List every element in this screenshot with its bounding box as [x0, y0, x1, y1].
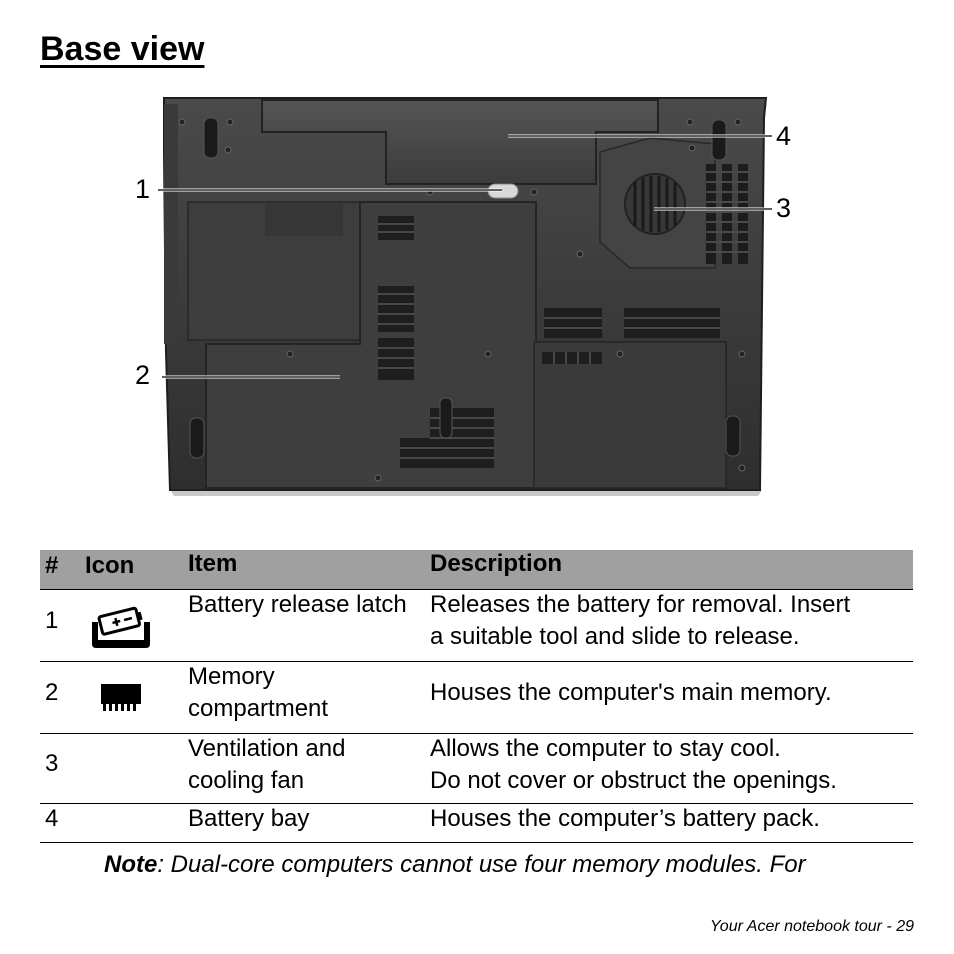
- page-footer: Your Acer notebook tour - 29: [710, 918, 914, 935]
- callout-2: 2: [135, 360, 151, 390]
- callout-3: 3: [776, 193, 792, 223]
- laptop-bottom-illustration: [163, 97, 768, 496]
- table-header: # Icon Item Description: [40, 550, 913, 590]
- row-description-line: Houses the computer’s battery pack.: [430, 805, 820, 832]
- header-description: Description: [430, 550, 563, 577]
- callout-1: 1: [135, 174, 151, 204]
- table-row: 4 Battery bay Houses the computer’s batt…: [40, 804, 913, 843]
- table-row: 1 Battery release latch Releases the bat…: [40, 590, 913, 662]
- row-item: Battery bay: [188, 805, 310, 832]
- row-description-line: Do not cover or obstruct the openings.: [430, 767, 837, 794]
- row-description: Houses the computer's main memory.: [430, 677, 913, 709]
- row-description-line: Allows the computer to stay cool.: [430, 735, 781, 762]
- row-description-line: Houses the computer's main memory.: [430, 679, 832, 706]
- callout-lines: [158, 134, 772, 379]
- row-description-line: Releases the battery for removal. Insert: [430, 591, 851, 618]
- row-item: Ventilation and cooling fan: [188, 735, 346, 794]
- battery-release-icon: [90, 604, 152, 657]
- note-label: Note: [104, 851, 158, 878]
- row-description: Allows the computer to stay cool. Do not…: [430, 733, 913, 797]
- laptop-base-figure: 1 2 3 4: [130, 92, 810, 504]
- header-num: #: [45, 552, 59, 579]
- row-num: 3: [45, 750, 59, 777]
- row-description: Releases the battery for removal. Insert…: [430, 589, 913, 653]
- header-item: Item: [188, 550, 238, 577]
- memory-module-icon: [101, 684, 141, 719]
- note-text: Note: Dual-core computers cannot use fou…: [104, 851, 806, 879]
- note-body: : Dual-core computers cannot use four me…: [157, 851, 806, 878]
- row-num: 2: [45, 679, 59, 706]
- row-num: 1: [45, 607, 59, 634]
- row-description-line: a suitable tool and slide to release.: [430, 623, 800, 650]
- callout-4: 4: [776, 121, 792, 151]
- header-icon: Icon: [85, 552, 135, 579]
- row-item: Memory compartment: [188, 663, 329, 722]
- row-item: Battery release latch: [188, 591, 407, 618]
- components-table: # Icon Item Description 1 Battery releas…: [40, 550, 913, 843]
- row-num: 4: [45, 805, 59, 832]
- table-row: 2 Memory compartment Houses the computer…: [40, 662, 913, 734]
- table-row: 3 Ventilation and cooling fan Allows the…: [40, 734, 913, 804]
- row-description: Houses the computer’s battery pack.: [430, 803, 913, 835]
- page-title: Base view: [40, 30, 205, 68]
